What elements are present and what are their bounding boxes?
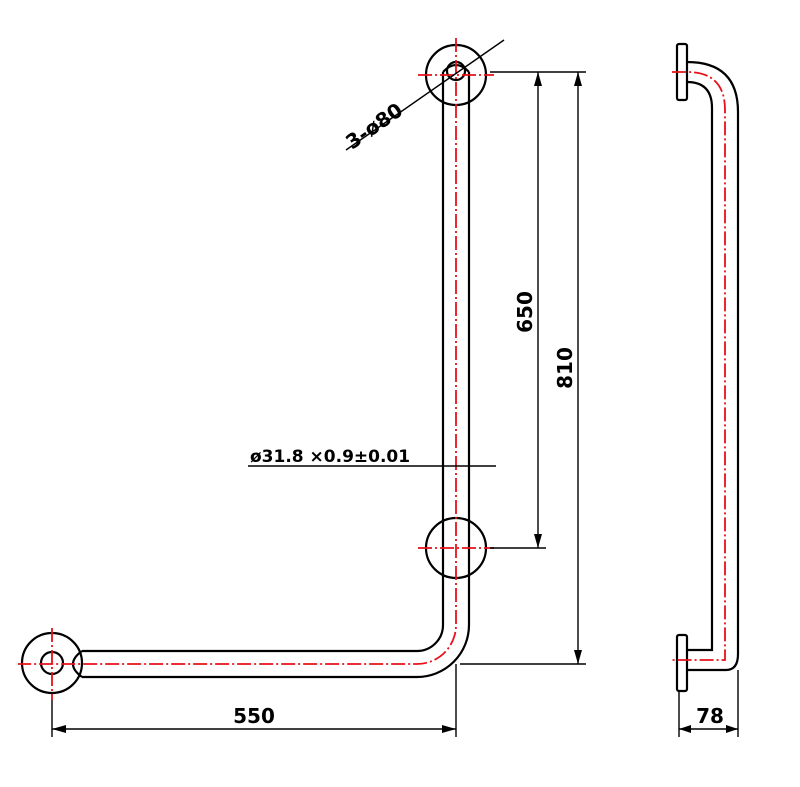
arrow-810-top — [574, 72, 582, 86]
side-centerlines — [672, 71, 726, 661]
label-mounts: 3-ø80 — [341, 98, 407, 154]
label-tube: ø31.8 ×0.9±0.01 — [250, 447, 410, 467]
bar-inner-edge — [82, 72, 445, 653]
arrow-810-bottom — [574, 650, 582, 664]
side-bottom-flange — [675, 633, 689, 693]
bar-centerline — [18, 38, 457, 665]
arrow-78-right — [726, 725, 738, 733]
arrow-78-left — [679, 725, 691, 733]
side-tube-inner — [686, 80, 714, 652]
label-810: 810 — [553, 347, 577, 389]
front-arrowheads — [52, 72, 582, 733]
side-tube-outer — [686, 60, 740, 672]
label-78: 78 — [696, 704, 724, 728]
label-550: 550 — [233, 704, 275, 728]
side-tube-centerline — [672, 71, 726, 661]
bar-outer-edge — [82, 72, 471, 679]
label-650: 650 — [513, 291, 537, 333]
arrow-550-right — [442, 725, 456, 733]
leader-mounts — [345, 39, 505, 151]
side-view — [675, 42, 740, 693]
arrow-550-left — [52, 725, 66, 733]
arrow-650-top — [534, 72, 542, 86]
front-view — [20, 43, 488, 695]
arrow-650-bottom — [534, 534, 542, 548]
front-centerlines — [18, 38, 494, 700]
side-arrowheads — [679, 725, 738, 733]
front-dimension-lines — [51, 39, 586, 737]
